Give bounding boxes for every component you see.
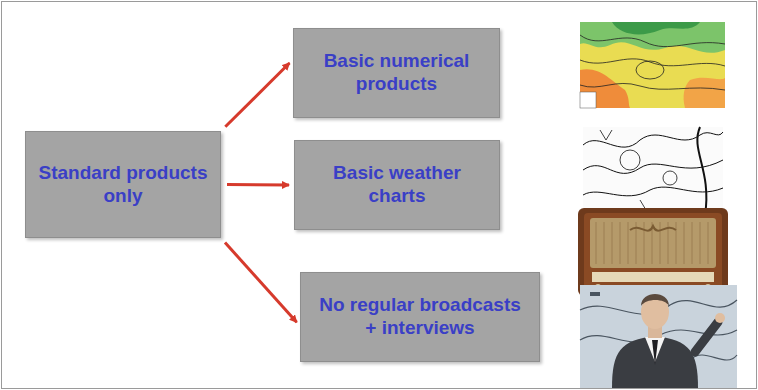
arrow-connector [225, 243, 297, 323]
process-box: No regular broadcasts + interviews [300, 272, 540, 362]
radio [578, 208, 728, 296]
weather-chart [583, 127, 723, 215]
process-box: Standard products only [25, 131, 221, 238]
forecaster-photo [580, 285, 737, 388]
numerical-map [580, 22, 725, 108]
process-box: Basic numerical products [293, 28, 500, 118]
box-label: Basic weather charts [305, 162, 489, 208]
process-box: Basic weather charts [294, 140, 500, 230]
arrow-connector [225, 63, 289, 127]
box-label: Standard products only [36, 162, 210, 208]
box-label: Basic numerical products [304, 50, 489, 96]
arrow-connector [227, 183, 289, 187]
box-label: No regular broadcasts + interviews [311, 294, 529, 340]
